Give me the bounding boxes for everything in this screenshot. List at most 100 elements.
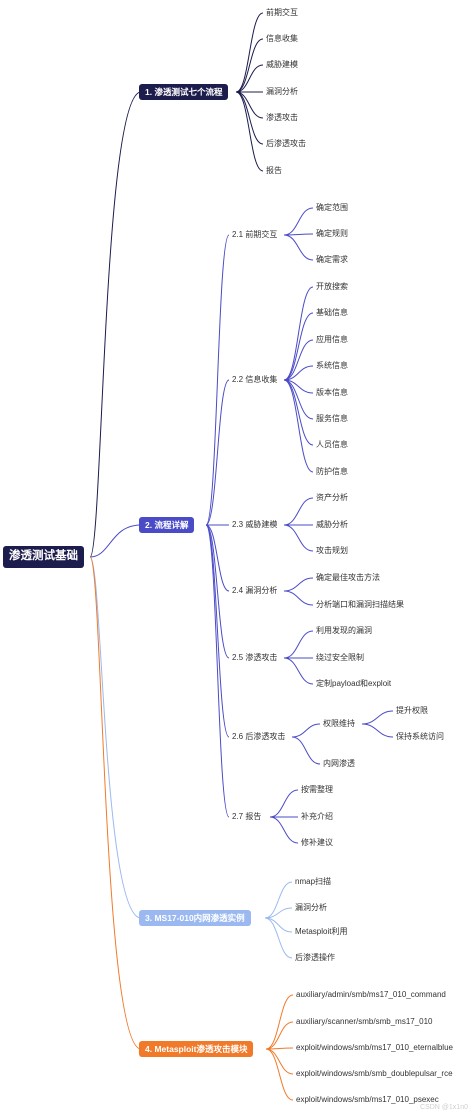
- b2-g7-item[interactable]: 按需整理: [301, 785, 333, 794]
- b2-g3-item[interactable]: 威胁分析: [316, 520, 348, 529]
- connector-line: [264, 917, 293, 959]
- b3-item[interactable]: 漏洞分析: [295, 903, 327, 912]
- b2-g2-item[interactable]: 防护信息: [316, 467, 348, 476]
- connector-line: [89, 556, 142, 919]
- b2-g7-item[interactable]: 修补建议: [301, 838, 333, 847]
- connector-line: [235, 91, 264, 119]
- connector-line: [265, 1048, 294, 1075]
- b2-g6-persist-item[interactable]: 保持系统访问: [396, 732, 444, 741]
- connector-line: [283, 630, 314, 659]
- b4-item[interactable]: exploit/windows/smb/smb_doublepulsar_rce: [296, 1069, 453, 1078]
- connector-line: [235, 64, 264, 93]
- connector-line: [269, 789, 299, 818]
- connector-line: [283, 207, 314, 236]
- connector-line: [89, 524, 142, 558]
- branch-1-seven-stages[interactable]: 1. 渗透测试七个流程: [139, 84, 229, 100]
- b2-g1-item[interactable]: 确定规则: [316, 229, 348, 238]
- b2-group-2-1[interactable]: 2.1 前期交互: [232, 230, 278, 239]
- b2-g7-item[interactable]: 补充介绍: [301, 812, 333, 821]
- connector-line: [235, 91, 264, 145]
- connector-line: [235, 12, 264, 93]
- b1-item[interactable]: 信息收集: [266, 34, 298, 43]
- b2-group-2-5[interactable]: 2.5 渗透攻击: [232, 653, 278, 662]
- branch-3-ms17-010-example[interactable]: 3. MS17-010内网渗透实例: [139, 910, 251, 926]
- b4-item[interactable]: exploit/windows/smb/ms17_010_psexec: [296, 1095, 439, 1104]
- connector-line: [283, 234, 314, 261]
- connector-line: [283, 286, 314, 381]
- connector-line: [291, 736, 321, 765]
- b2-group-2-2[interactable]: 2.2 信息收集: [232, 375, 278, 384]
- b4-item[interactable]: auxiliary/scanner/smb/smb_ms17_010: [296, 1017, 433, 1026]
- connector-line: [235, 91, 264, 172]
- b2-g5-item[interactable]: 绕过安全限制: [316, 653, 364, 662]
- connector-line: [283, 657, 314, 685]
- b4-item[interactable]: exploit/windows/smb/ms17_010_eternalblue: [296, 1043, 453, 1052]
- connector-line: [264, 917, 293, 933]
- b1-item[interactable]: 渗透攻击: [266, 113, 298, 122]
- connector-line: [205, 524, 230, 818]
- b2-g2-item[interactable]: 服务信息: [316, 414, 348, 423]
- b2-g5-item[interactable]: 利用发现的漏洞: [316, 626, 372, 635]
- b2-g6-lateral[interactable]: 内网渗透: [323, 759, 355, 768]
- branch-2-process-detail[interactable]: 2. 流程详解: [139, 517, 195, 533]
- b2-g2-item[interactable]: 版本信息: [316, 388, 348, 397]
- connector-line: [283, 379, 314, 473]
- b2-g3-item[interactable]: 攻击规划: [316, 546, 348, 555]
- connector-line: [205, 524, 230, 592]
- b2-g2-item[interactable]: 系统信息: [316, 361, 348, 370]
- b3-item[interactable]: nmap扫描: [295, 877, 332, 886]
- b2-g4-item[interactable]: 确定最佳攻击方法: [316, 573, 380, 582]
- connector-line: [283, 365, 314, 381]
- connector-line: [264, 881, 293, 919]
- b2-g4-item[interactable]: 分析端口和漏洞扫描结果: [316, 600, 404, 609]
- b2-g6-persistence[interactable]: 权限维持: [323, 719, 355, 728]
- b2-g6-persist-item[interactable]: 提升权限: [396, 706, 428, 715]
- b2-group-2-3[interactable]: 2.3 威胁建模: [232, 520, 278, 529]
- connector-line: [265, 1021, 294, 1050]
- b2-g2-item[interactable]: 人员信息: [316, 440, 348, 449]
- b2-group-2-4[interactable]: 2.4 漏洞分析: [232, 586, 278, 595]
- b2-g3-item[interactable]: 资产分析: [316, 493, 348, 502]
- b2-g2-item[interactable]: 应用信息: [316, 335, 348, 344]
- b1-item[interactable]: 前期交互: [266, 8, 298, 17]
- connector-line: [283, 590, 314, 606]
- root-node[interactable]: 渗透测试基础: [3, 546, 84, 568]
- connector-line: [89, 556, 142, 1050]
- b2-g5-item[interactable]: 定制payload和exploit: [316, 679, 392, 688]
- connector-line: [283, 339, 314, 381]
- connector-line: [264, 907, 293, 919]
- connector-line: [265, 1048, 294, 1101]
- b2-group-2-6[interactable]: 2.6 后渗透攻击: [232, 732, 286, 741]
- b1-item[interactable]: 报告: [266, 166, 282, 175]
- b2-g2-item[interactable]: 开放搜索: [316, 282, 348, 291]
- b1-item[interactable]: 漏洞分析: [266, 87, 298, 96]
- branch-4-metasploit-modules[interactable]: 4. Metasploit渗透攻击模块: [139, 1041, 254, 1057]
- b2-g1-item[interactable]: 确定范围: [316, 203, 348, 212]
- connector-line: [205, 524, 230, 738]
- connector-line: [283, 524, 314, 552]
- b4-item[interactable]: auxiliary/admin/smb/ms17_010_command: [296, 990, 446, 999]
- connector-line: [269, 816, 299, 844]
- connector-line: [283, 312, 314, 381]
- b1-item[interactable]: 威胁建模: [266, 60, 298, 69]
- connector-line: [89, 91, 142, 558]
- connector-line: [283, 497, 314, 526]
- connector-line: [265, 994, 294, 1050]
- watermark: CSDN @1x1n0: [420, 1104, 468, 1111]
- connector-line: [361, 723, 394, 738]
- b2-g2-item[interactable]: 基础信息: [316, 308, 348, 317]
- connector-line: [205, 524, 230, 659]
- connector-line: [235, 38, 264, 93]
- connector-line: [205, 234, 230, 526]
- connector-line: [361, 710, 394, 725]
- connector-line: [283, 577, 314, 592]
- b3-item[interactable]: Metasploit利用: [295, 927, 348, 936]
- b2-g1-item[interactable]: 确定需求: [316, 255, 348, 264]
- connector-line: [205, 379, 230, 526]
- connector-line: [283, 379, 314, 446]
- b2-group-2-7[interactable]: 2.7 报告: [232, 812, 262, 821]
- b1-item[interactable]: 后渗透攻击: [266, 139, 306, 148]
- connector-line: [291, 723, 321, 738]
- b3-item[interactable]: 后渗透操作: [295, 953, 335, 962]
